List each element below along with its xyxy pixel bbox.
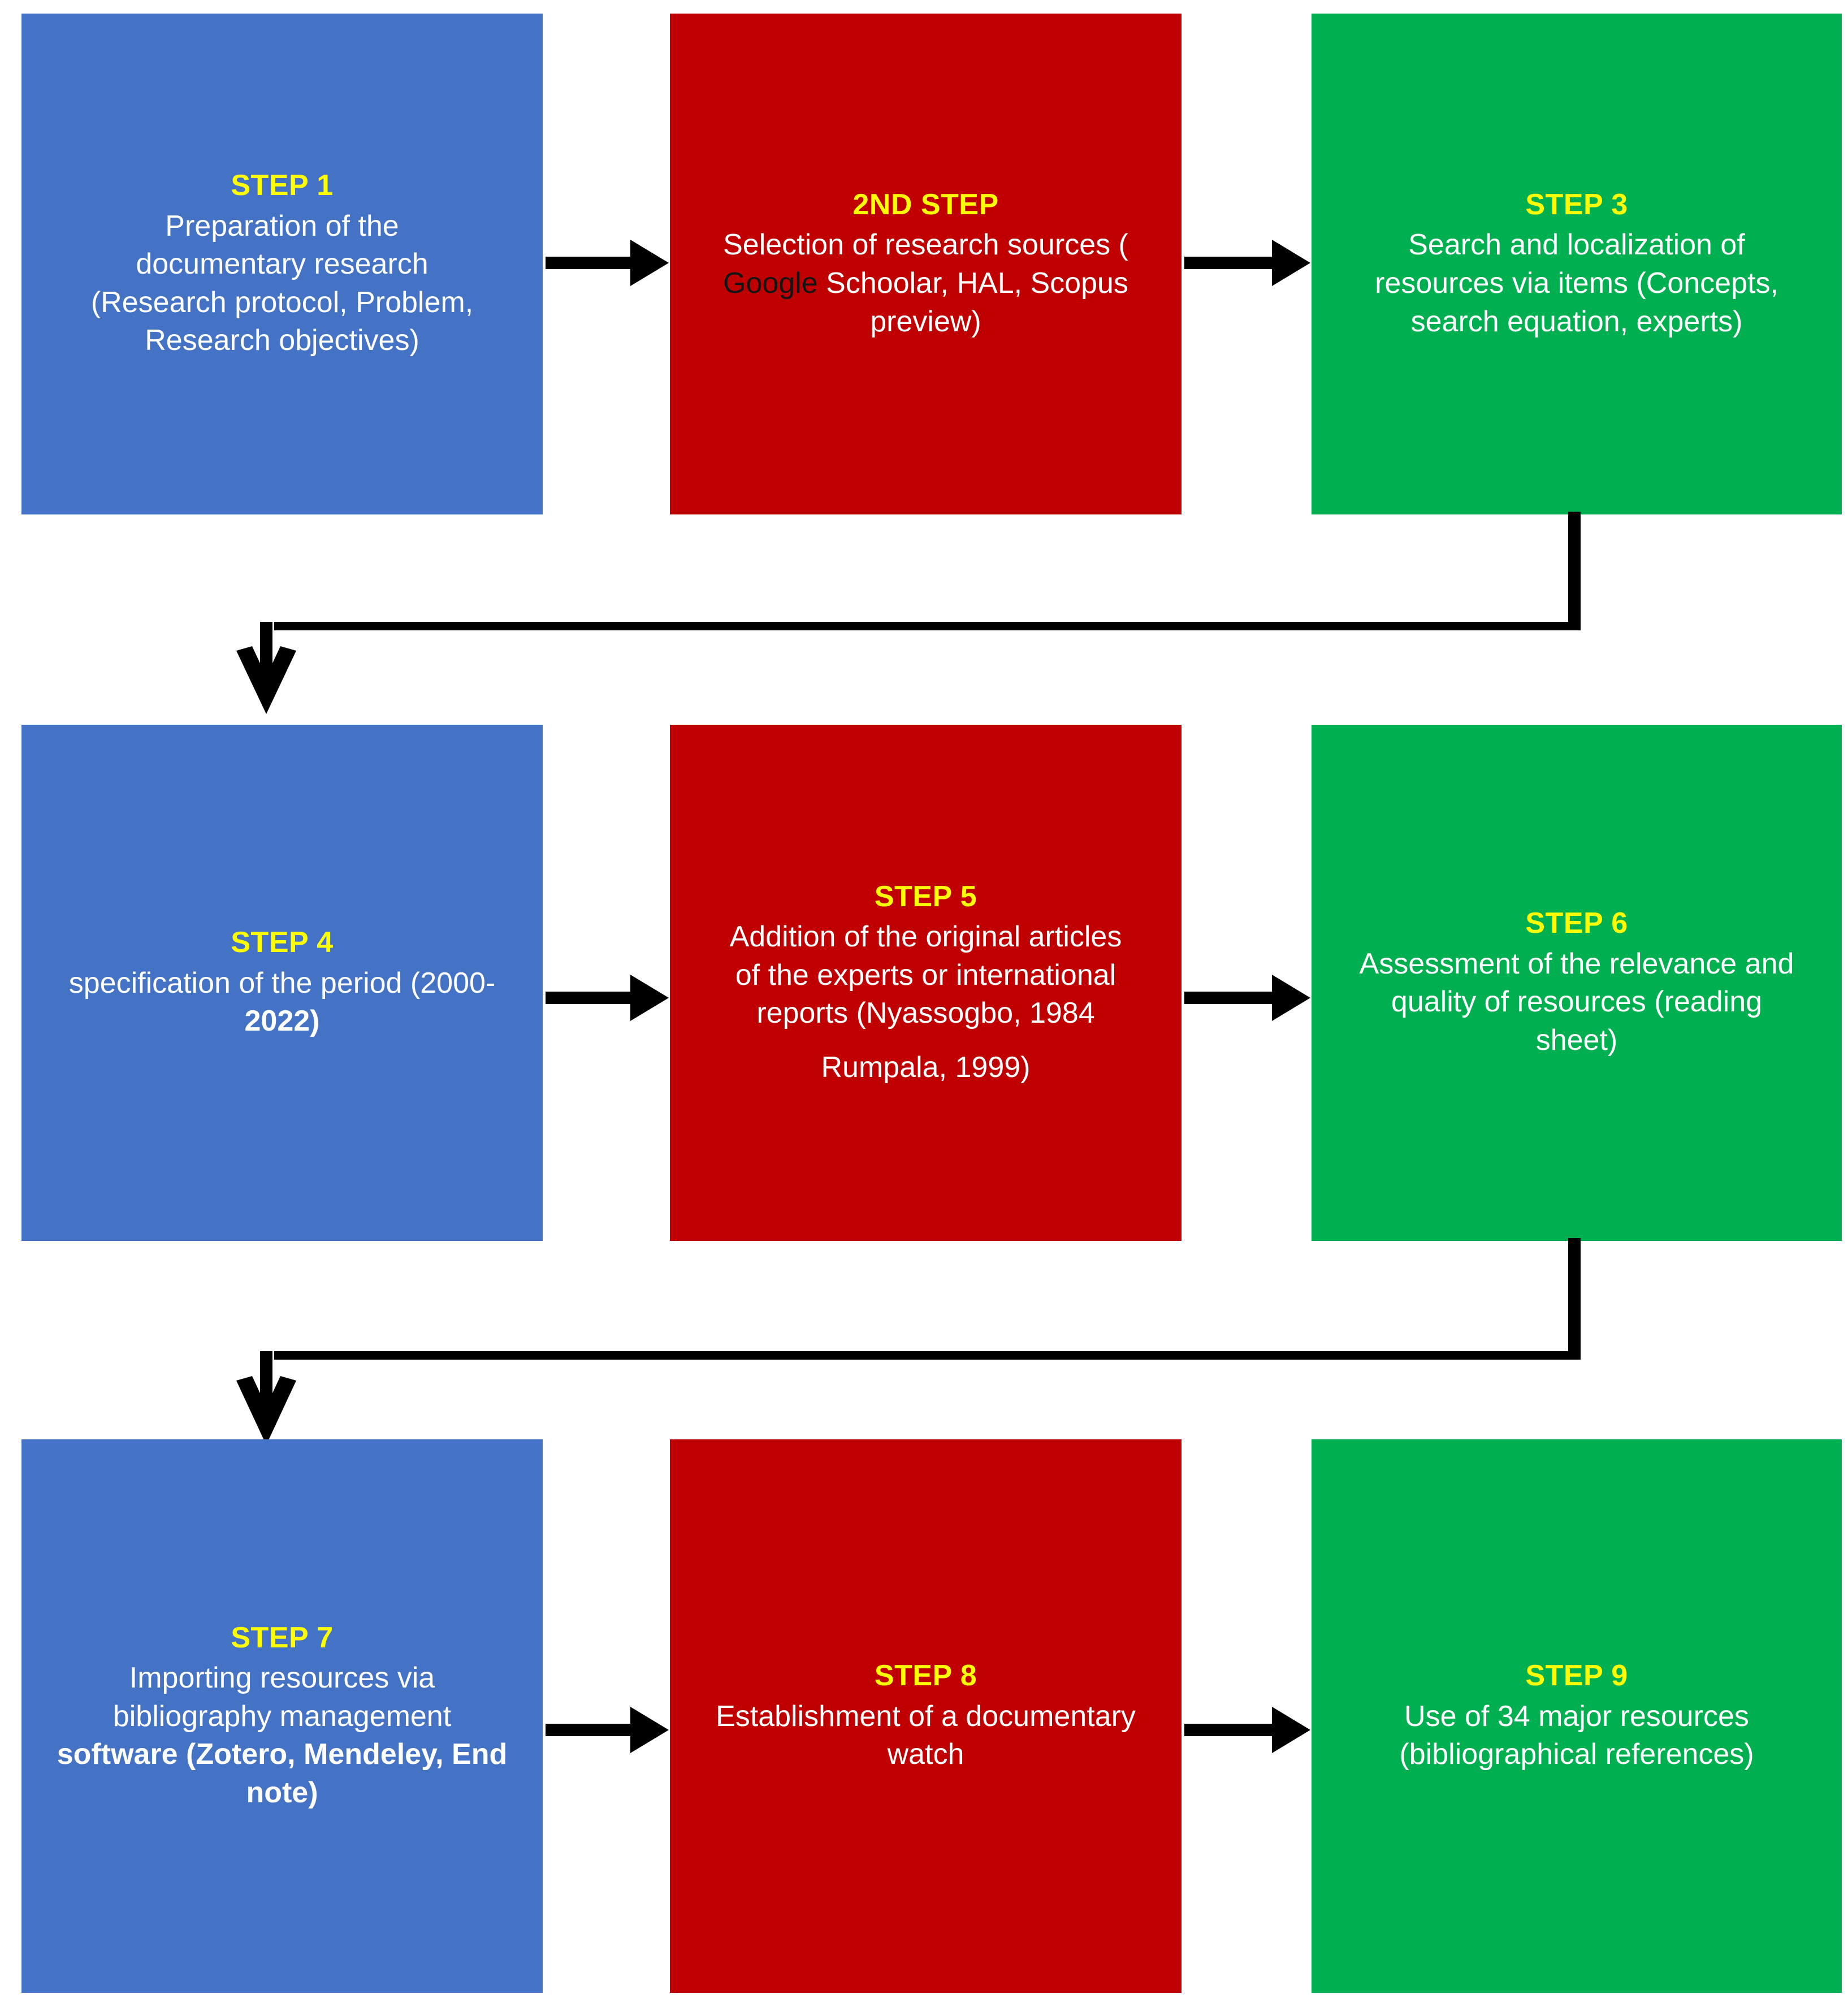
step-body-line: (bibliographical references) xyxy=(1399,1738,1754,1771)
google-word: Google xyxy=(723,266,818,300)
arrow-step1-to-step2 xyxy=(546,232,670,294)
step-body-line: resources via items (Concepts, xyxy=(1375,266,1778,300)
step-body-line: specification of the period (2000- xyxy=(68,966,496,1000)
step-body-7: Importing resources via bibliography man… xyxy=(57,1659,507,1812)
step-title-4: STEP 4 xyxy=(231,926,334,959)
step-body-line: Importing resources via xyxy=(129,1662,435,1695)
step-body-line: watch xyxy=(887,1738,964,1771)
step-body-line: documentary research xyxy=(136,248,429,281)
elbow-step3-to-step4 xyxy=(226,512,1594,721)
step-body-3: Search and localization of resources via… xyxy=(1375,226,1778,341)
step-body-line: Preparation of the xyxy=(165,209,399,243)
step-body-8: Establishment of a documentary watch xyxy=(716,1698,1136,1774)
step-body-line: Addition of the original articles xyxy=(729,920,1122,954)
arrow-step8-to-step9 xyxy=(1184,1699,1312,1761)
step-body-line: Search and localization of xyxy=(1408,228,1745,262)
step-body-1: Preparation of the documentary research … xyxy=(91,207,473,360)
elbow-step6-to-step7 xyxy=(226,1238,1594,1453)
step-title-1: STEP 1 xyxy=(231,169,334,202)
step-body-spacer xyxy=(730,1033,1122,1049)
step-box-4[interactable]: STEP 4 specification of the period (2000… xyxy=(21,725,543,1241)
step-body-6: Assessment of the relevance and quality … xyxy=(1360,945,1794,1060)
step-body-line-bold: note) xyxy=(246,1776,318,1809)
step-body-line: sheet) xyxy=(1535,1024,1618,1057)
step-body-line: Assessment of the relevance and xyxy=(1359,947,1794,980)
step-body-line-bold: software (Zotero, Mendeley, End xyxy=(57,1738,508,1771)
step-title-5: STEP 5 xyxy=(874,880,977,913)
step-box-1[interactable]: STEP 1 Preparation of the documentary re… xyxy=(21,14,543,514)
step-box-6[interactable]: STEP 6 Assessment of the relevance and q… xyxy=(1312,725,1842,1241)
step-box-2[interactable]: 2ND STEP Selection of research sources (… xyxy=(670,14,1181,514)
step-body-line: Establishment of a documentary xyxy=(716,1699,1136,1733)
step-title-9: STEP 9 xyxy=(1525,1659,1628,1693)
step-title-8: STEP 8 xyxy=(874,1659,977,1693)
step-body-line-rest: Schoolar, HAL, Scopus xyxy=(817,266,1128,300)
step-body-line: preview) xyxy=(870,305,981,338)
step-body-line: quality of resources (reading xyxy=(1391,985,1763,1019)
step-body-5: Addition of the original articles of the… xyxy=(730,918,1122,1087)
step-body-line-bold: 2022) xyxy=(244,1005,320,1038)
step-body-line-google: Google Schoolar, HAL, Scopus xyxy=(723,265,1128,303)
step-body-2: Selection of research sources ( Google S… xyxy=(723,226,1128,341)
step-title-7: STEP 7 xyxy=(231,1621,334,1654)
step-box-9[interactable]: STEP 9 Use of 34 major resources (biblio… xyxy=(1312,1439,1842,1993)
step-body-9: Use of 34 major resources (bibliographic… xyxy=(1399,1698,1754,1774)
step-box-5[interactable]: STEP 5 Addition of the original articles… xyxy=(670,725,1181,1241)
step-box-3[interactable]: STEP 3 Search and localization of resour… xyxy=(1312,14,1842,514)
step-body-line: reports (Nyassogbo, 1984 xyxy=(756,997,1095,1030)
step-body-line: (Research protocol, Problem, xyxy=(90,285,474,319)
arrow-step2-to-step3 xyxy=(1184,232,1312,294)
step-title-3: STEP 3 xyxy=(1525,188,1628,221)
step-body-line: search equation, experts) xyxy=(1410,305,1743,338)
step-box-7[interactable]: STEP 7 Importing resources via bibliogra… xyxy=(21,1439,543,1993)
step-body-line: Use of 34 major resources xyxy=(1404,1699,1749,1733)
step-body-line: bibliography management xyxy=(112,1699,452,1733)
arrow-step7-to-step8 xyxy=(546,1699,670,1761)
step-title-2: 2ND STEP xyxy=(852,188,999,221)
arrow-step4-to-step5 xyxy=(546,967,670,1029)
step-box-8[interactable]: STEP 8 Establishment of a documentary wa… xyxy=(670,1439,1181,1993)
arrow-step5-to-step6 xyxy=(1184,967,1312,1029)
step-body-line: of the experts or international xyxy=(735,958,1116,992)
step-body-line: Rumpala, 1999) xyxy=(821,1050,1031,1084)
step-title-6: STEP 6 xyxy=(1525,907,1628,940)
step-body-line: Research objectives) xyxy=(145,324,419,357)
step-body-4: specification of the period (2000- 2022) xyxy=(69,964,495,1041)
step-body-line: Selection of research sources ( xyxy=(723,228,1128,262)
